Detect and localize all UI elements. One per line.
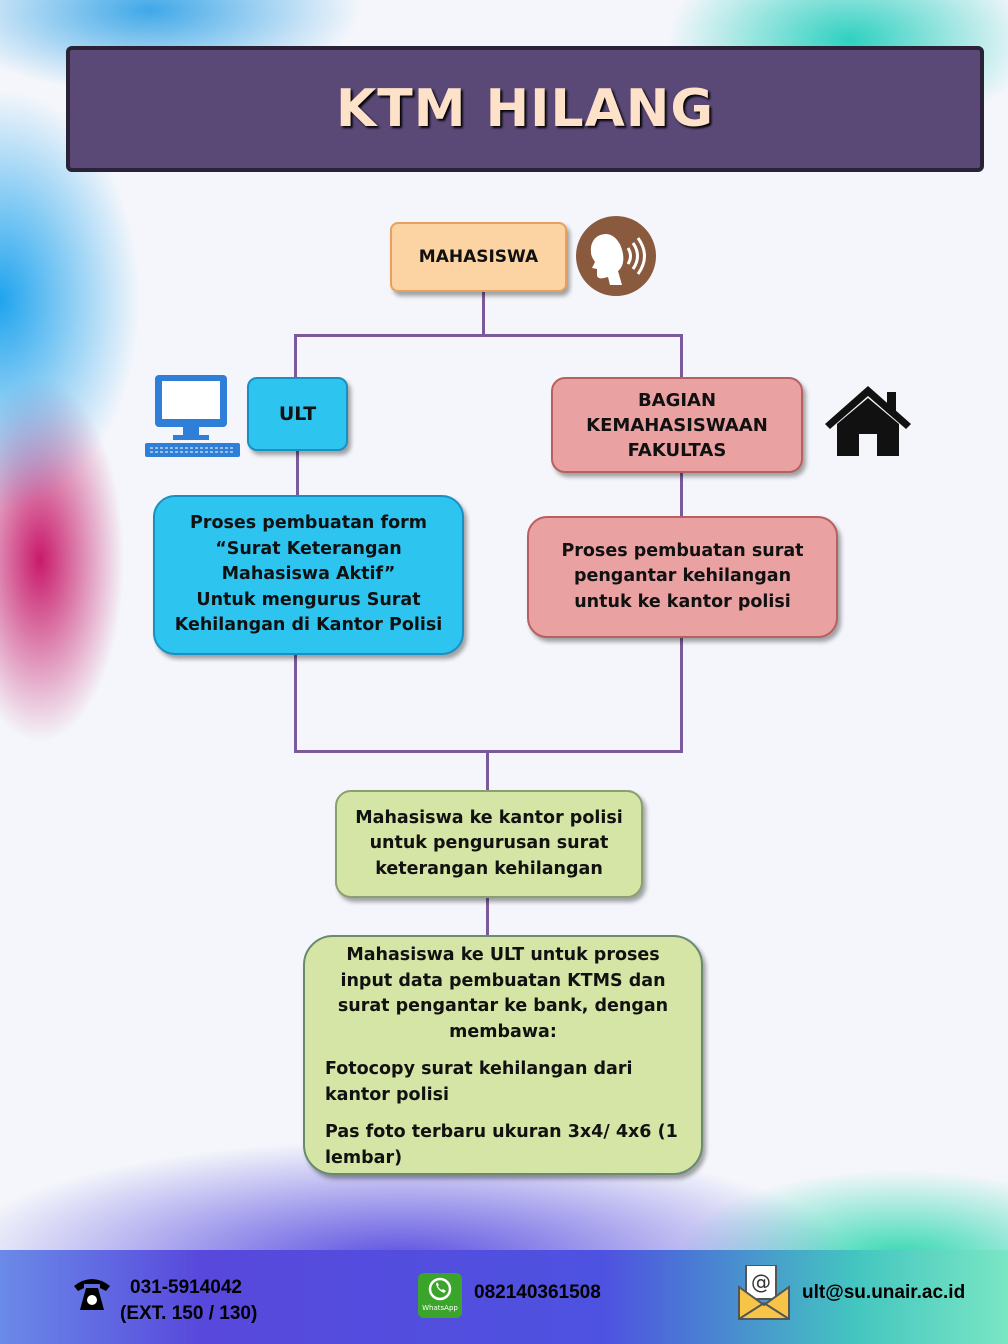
box-line: Proses pembuatan form [190,513,427,534]
whatsapp-number: 082140361508 [474,1282,601,1303]
box-line: FAKULTAS [627,439,727,461]
box-line: Proses pembuatan surat [561,540,804,561]
whatsapp-icon: WhatsApp [418,1273,462,1318]
whatsapp-label: WhatsApp [422,1304,458,1312]
mahasiswa-box: MAHASISWA [390,222,567,292]
box-line: Untuk mengurus Surat [196,589,421,610]
connector [294,334,683,337]
bagian-process-box: Proses pembuatan surat pengantar kehilan… [527,516,838,638]
box-line: untuk ke kantor polisi [574,591,791,612]
box-line: untuk pengurusan surat [369,833,609,854]
box-line: Mahasiswa ke ULT untuk proses [346,945,660,965]
phone-extension: (EXT. 150 / 130) [120,1303,258,1324]
connector [680,334,683,378]
ult-box: ULT [247,377,348,451]
email-address[interactable]: ult@su.unair.ac.id [802,1282,966,1303]
phone-number: 031-5914042 [130,1277,242,1298]
box-line: Mahasiswa Aktif” [221,564,396,585]
page-title: KTM HILANG [335,79,715,139]
box-line: KEMAHASISWAAN [586,414,768,436]
box-line: BAGIAN [637,389,717,411]
box-line: “Surat Keterangan [215,538,402,559]
requirement-item: Pas foto terbaru ukuran 3x4/ 4x6 (1 lemb… [325,1122,678,1168]
connector [296,451,299,496]
police-box: Mahasiswa ke kantor polisi untuk penguru… [335,790,643,898]
box-line: keterangan kehilangan [375,858,603,879]
box-line: Kehilangan di Kantor Polisi [174,615,443,636]
svg-text:@: @ [751,1270,771,1294]
footer-band [0,1250,1008,1344]
title-banner: KTM HILANG [66,46,984,172]
connector [294,750,683,753]
connector [486,898,489,936]
box-line: input data pembuatan KTMS dan [340,970,666,991]
connector [486,752,489,791]
final-step-box: Mahasiswa ke ULT untuk proses input data… [303,935,703,1175]
house-icon [823,384,913,456]
connector [680,638,683,752]
box-line: Mahasiswa ke kantor polisi [355,807,623,828]
requirement-item: Fotocopy surat kehilangan dari kantor po… [325,1059,633,1105]
voice-icon [576,216,656,296]
telephone-icon [72,1276,112,1312]
connector [294,655,297,752]
ult-process-box: Proses pembuatan form “Surat Keterangan … [153,495,464,655]
email-icon: @ [738,1264,790,1320]
box-line: membawa: [449,1021,557,1042]
connector [294,334,297,378]
box-line: surat pengantar ke bank, dengan [337,996,669,1016]
bagian-kemahasiswaan-box: BAGIAN KEMAHASISWAAN FAKULTAS [551,377,803,473]
computer-icon [145,375,240,457]
connector [680,473,683,517]
box-line: pengantar kehilangan [573,566,792,587]
connector [482,292,485,336]
